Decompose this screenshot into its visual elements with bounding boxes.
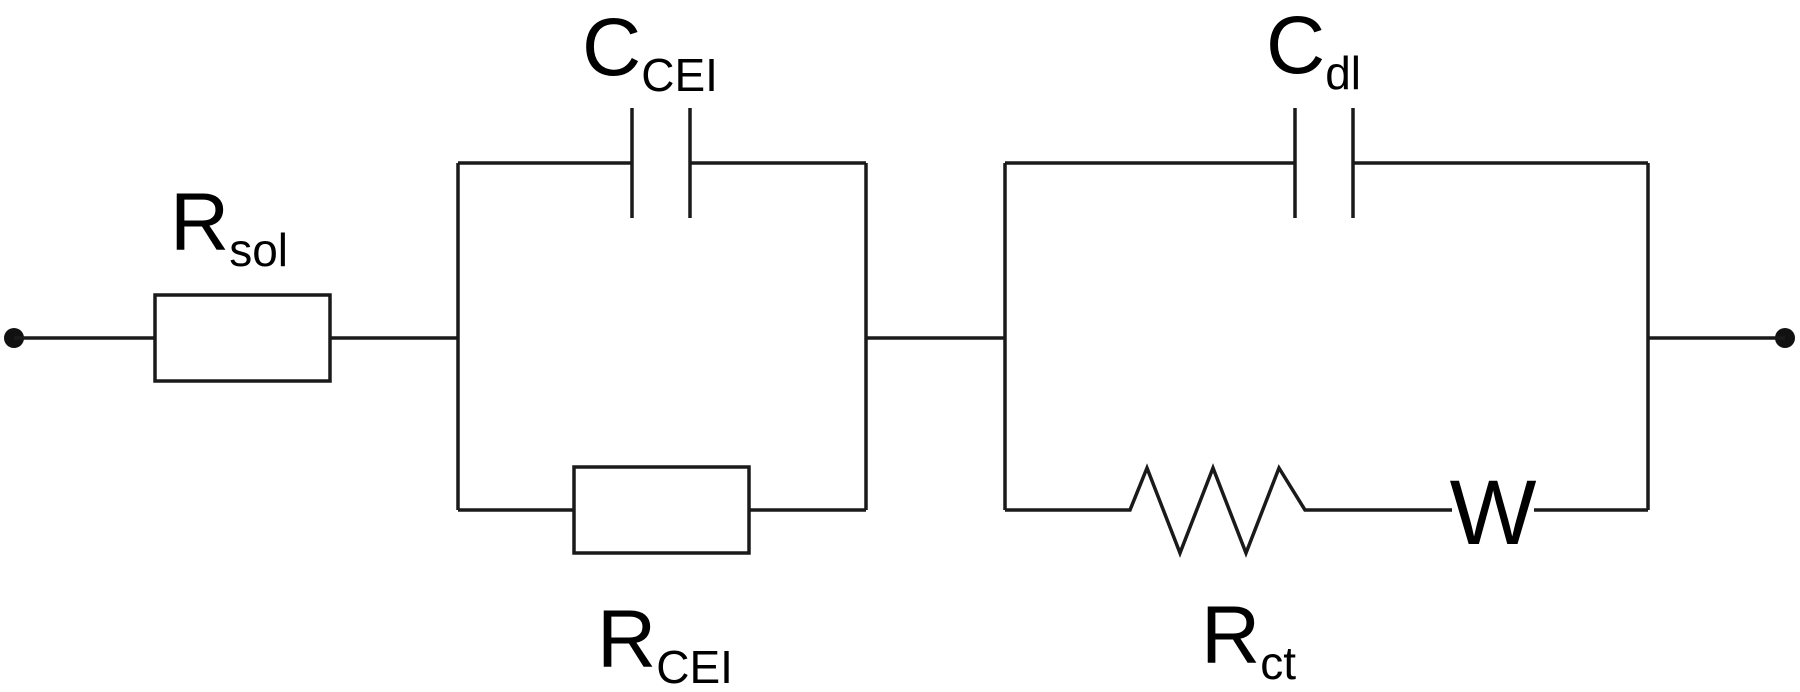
c-dl-label-main: C <box>1266 0 1325 91</box>
c-dl-label-sub: dl <box>1325 47 1361 99</box>
c-dl-label: Cdl <box>1266 0 1361 99</box>
dl-parallel-block <box>1003 108 1650 558</box>
r-ct-label-main: R <box>1201 590 1260 681</box>
r-cei-resistor <box>572 465 751 555</box>
c-cei-label: CCEI <box>582 2 718 101</box>
cei-parallel-block <box>456 108 868 555</box>
r-sol-label-main: R <box>170 177 229 268</box>
r-cei-label-main: R <box>597 594 656 685</box>
c-cei-label-sub: CEI <box>641 49 718 101</box>
r-ct-label: Rct <box>1201 590 1296 689</box>
r-sol-label-sub: sol <box>229 224 288 276</box>
c-cei-label-main: C <box>582 2 641 93</box>
r-ct-label-sub: ct <box>1260 637 1296 689</box>
r-sol-label: Rsol <box>170 177 288 276</box>
r-ct-zigzag-resistor <box>1005 463 1452 558</box>
r-cei-label: RCEI <box>597 594 733 692</box>
r-cei-label-sub: CEI <box>656 641 733 692</box>
warburg-symbol: W <box>1450 462 1537 564</box>
r-sol-resistor <box>153 293 332 383</box>
